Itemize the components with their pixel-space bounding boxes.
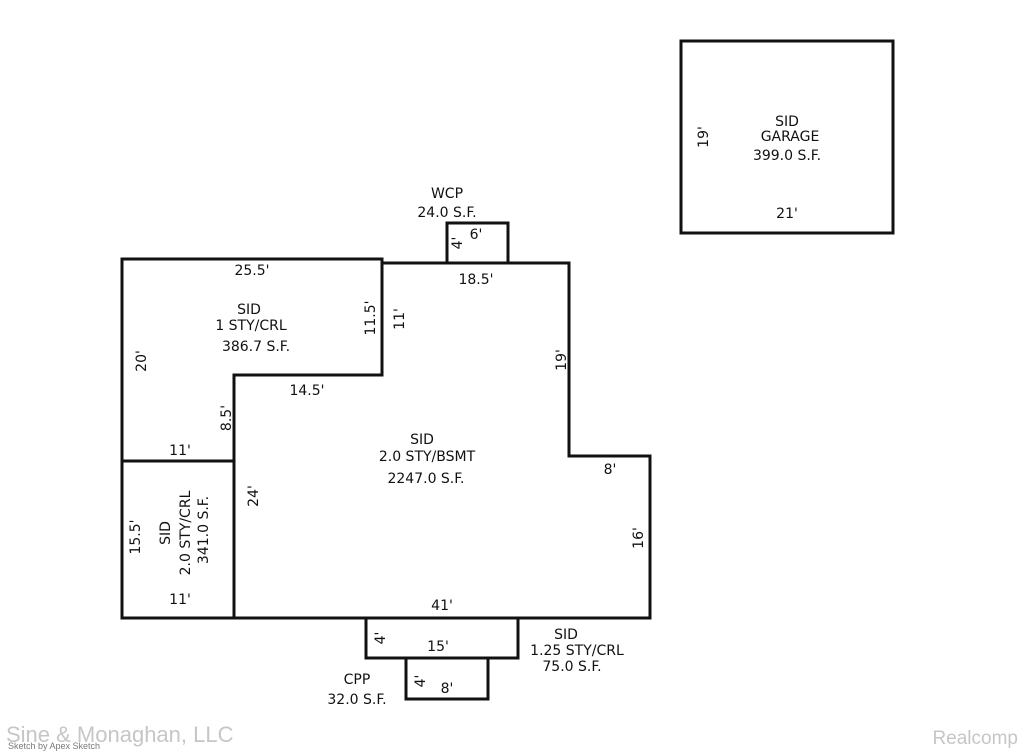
one-story-outline xyxy=(120,257,384,463)
main-dim-bottom: 41' xyxy=(431,598,453,614)
two-story-small-label-name: 2.0 STY/CRL xyxy=(178,490,194,575)
main-label-type: SID xyxy=(410,432,434,448)
two-story-small-dim-bottom: 11' xyxy=(169,592,191,608)
two-story-small-dim-left: 15.5' xyxy=(128,519,144,554)
sketch-credit: Sketch by Apex Sketch xyxy=(8,741,100,751)
main-dim-right-lower: 16' xyxy=(631,527,647,549)
main-dim-right-step: 8' xyxy=(604,462,617,478)
one-25-story-dim-left: 4' xyxy=(373,632,389,645)
wcp-outline xyxy=(445,221,510,263)
brand-watermark: Realcomp xyxy=(932,728,1018,749)
garage-dim-bottom: 21' xyxy=(776,206,798,222)
one-story-area: 25.5' SID 1 STY/CRL 386.7 S.F. 20' 11.5'… xyxy=(120,257,384,463)
wcp-area: WCP 24.0 S.F. 6' 4' xyxy=(417,186,510,263)
one-25-story-label-area: 75.0 S.F. xyxy=(542,659,601,675)
main-area: 18.5' 11' 19' SID 2.0 STY/BSMT 2247.0 S.… xyxy=(232,261,652,620)
two-story-small-label-area: 341.0 S.F. xyxy=(196,496,212,564)
one-story-label-name: 1 STY/CRL xyxy=(215,318,287,334)
main-dim-left: 24' xyxy=(246,485,262,507)
one-story-dim-top: 25.5' xyxy=(234,263,269,279)
wcp-label-area: 24.0 S.F. xyxy=(417,205,476,221)
one-story-label-type: SID xyxy=(237,302,261,318)
main-dim-right-upper: 19' xyxy=(554,349,570,371)
one-story-label-area: 386.7 S.F. xyxy=(222,339,290,355)
garage-label-area: 399.0 S.F. xyxy=(753,148,821,164)
two-story-small-outline xyxy=(120,459,236,620)
one-story-dim-bottom: 11' xyxy=(169,443,191,459)
one-story-dim-step-drop: 8.5' xyxy=(219,405,235,431)
one-story-dim-step: 14.5' xyxy=(289,383,324,399)
two-story-small-label-type: SID xyxy=(158,521,174,545)
main-label-area: 2247.0 S.F. xyxy=(387,471,464,487)
cpp-dim-bottom: 8' xyxy=(441,681,454,697)
one-story-dim-left: 20' xyxy=(134,350,150,372)
cpp-label-area: 32.0 S.F. xyxy=(327,692,386,708)
wcp-dim-left: 4' xyxy=(450,237,466,250)
main-label-name: 2.0 STY/BSMT xyxy=(379,449,476,465)
one-25-story-label-type: SID xyxy=(554,627,578,643)
one-25-story-dim-bottom: 15' xyxy=(427,639,449,655)
cpp-label-type: CPP xyxy=(344,672,371,688)
cpp-dim-left: 4' xyxy=(413,675,429,688)
main-dim-top: 18.5' xyxy=(458,272,493,288)
wcp-label-type: WCP xyxy=(431,186,463,202)
company-watermark: Sine & Monaghan, LLC xyxy=(6,722,234,747)
cpp-outline xyxy=(404,656,490,701)
garage-dim-left: 19' xyxy=(696,126,712,148)
one-25-story-label-name: 1.25 STY/CRL xyxy=(530,643,624,659)
one-story-dim-right: 11.5' xyxy=(363,300,379,335)
garage-label-type: SID xyxy=(775,114,799,130)
main-outline xyxy=(232,261,652,620)
main-dim-upper-left: 11' xyxy=(392,308,408,330)
wcp-dim-top: 6' xyxy=(470,227,483,243)
garage-outline xyxy=(679,39,895,235)
cpp-area: 4' 8' CPP 32.0 S.F. xyxy=(327,656,490,708)
two-story-small-area: 15.5' SID 2.0 STY/CRL 341.0 S.F. 11' xyxy=(120,459,236,620)
one-25-story-area: 4' 15' SID 1.25 STY/CRL 75.0 S.F. xyxy=(364,618,624,675)
garage-label-name: GARAGE xyxy=(761,129,820,145)
garage-area: SID GARAGE 399.0 S.F. 19' 21' xyxy=(679,39,895,235)
